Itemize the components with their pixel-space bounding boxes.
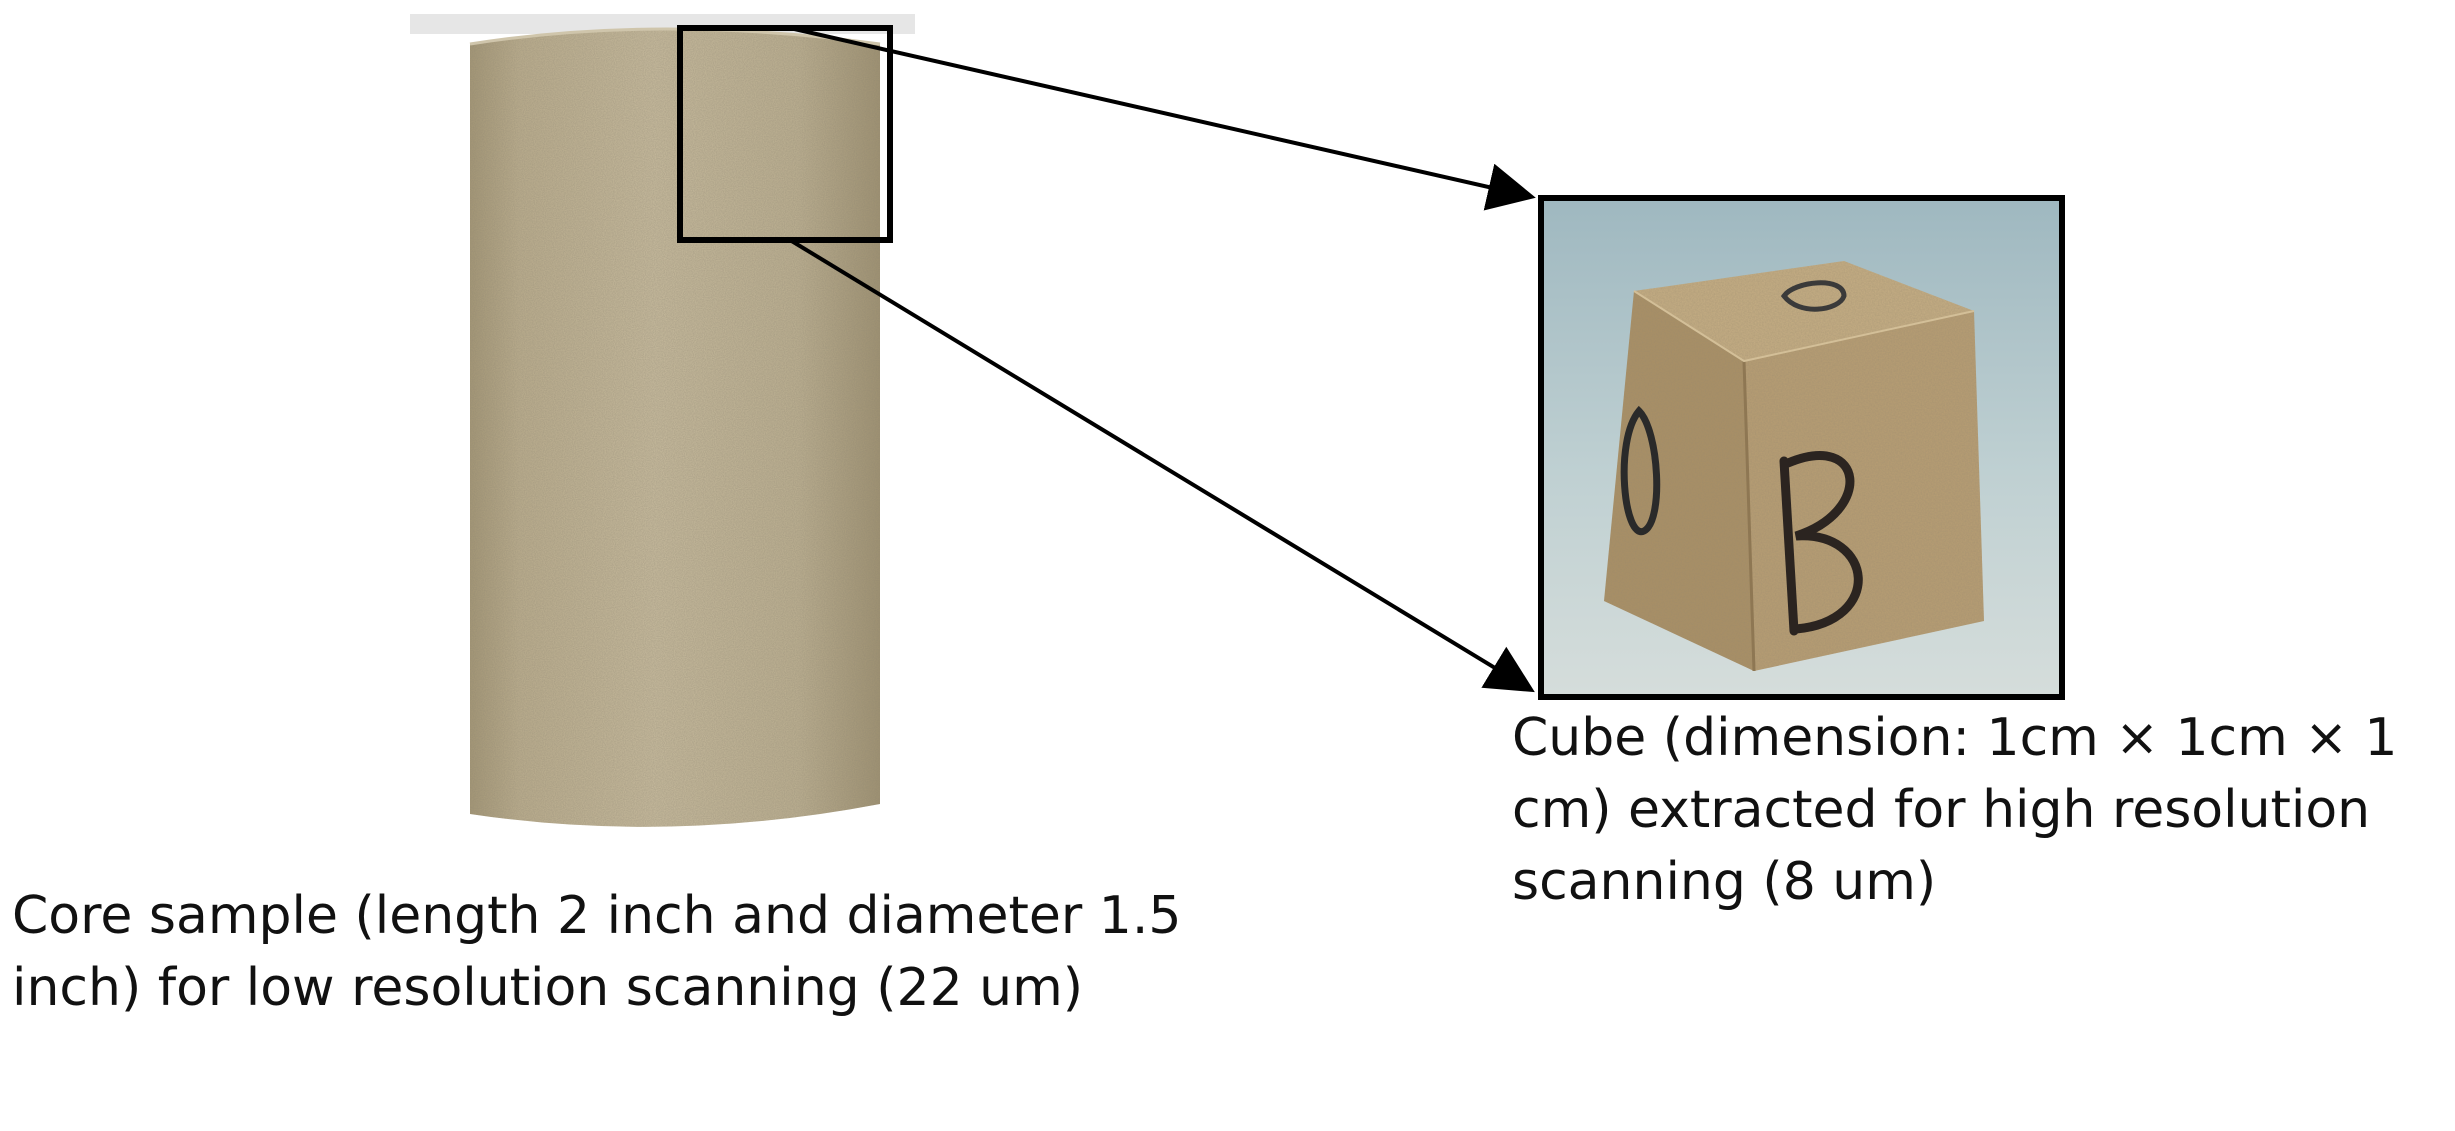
cube-caption: Cube (dimension: 1cm × 1cm × 1 cm) extra… [1512, 708, 2398, 912]
core-sample-image [410, 14, 915, 827]
cube-image [1544, 201, 2059, 694]
core-sample-caption: Core sample (length 2 inch and diameter … [12, 886, 1182, 1018]
core-sample-photo [410, 14, 915, 849]
cube-photo [1538, 195, 2065, 700]
